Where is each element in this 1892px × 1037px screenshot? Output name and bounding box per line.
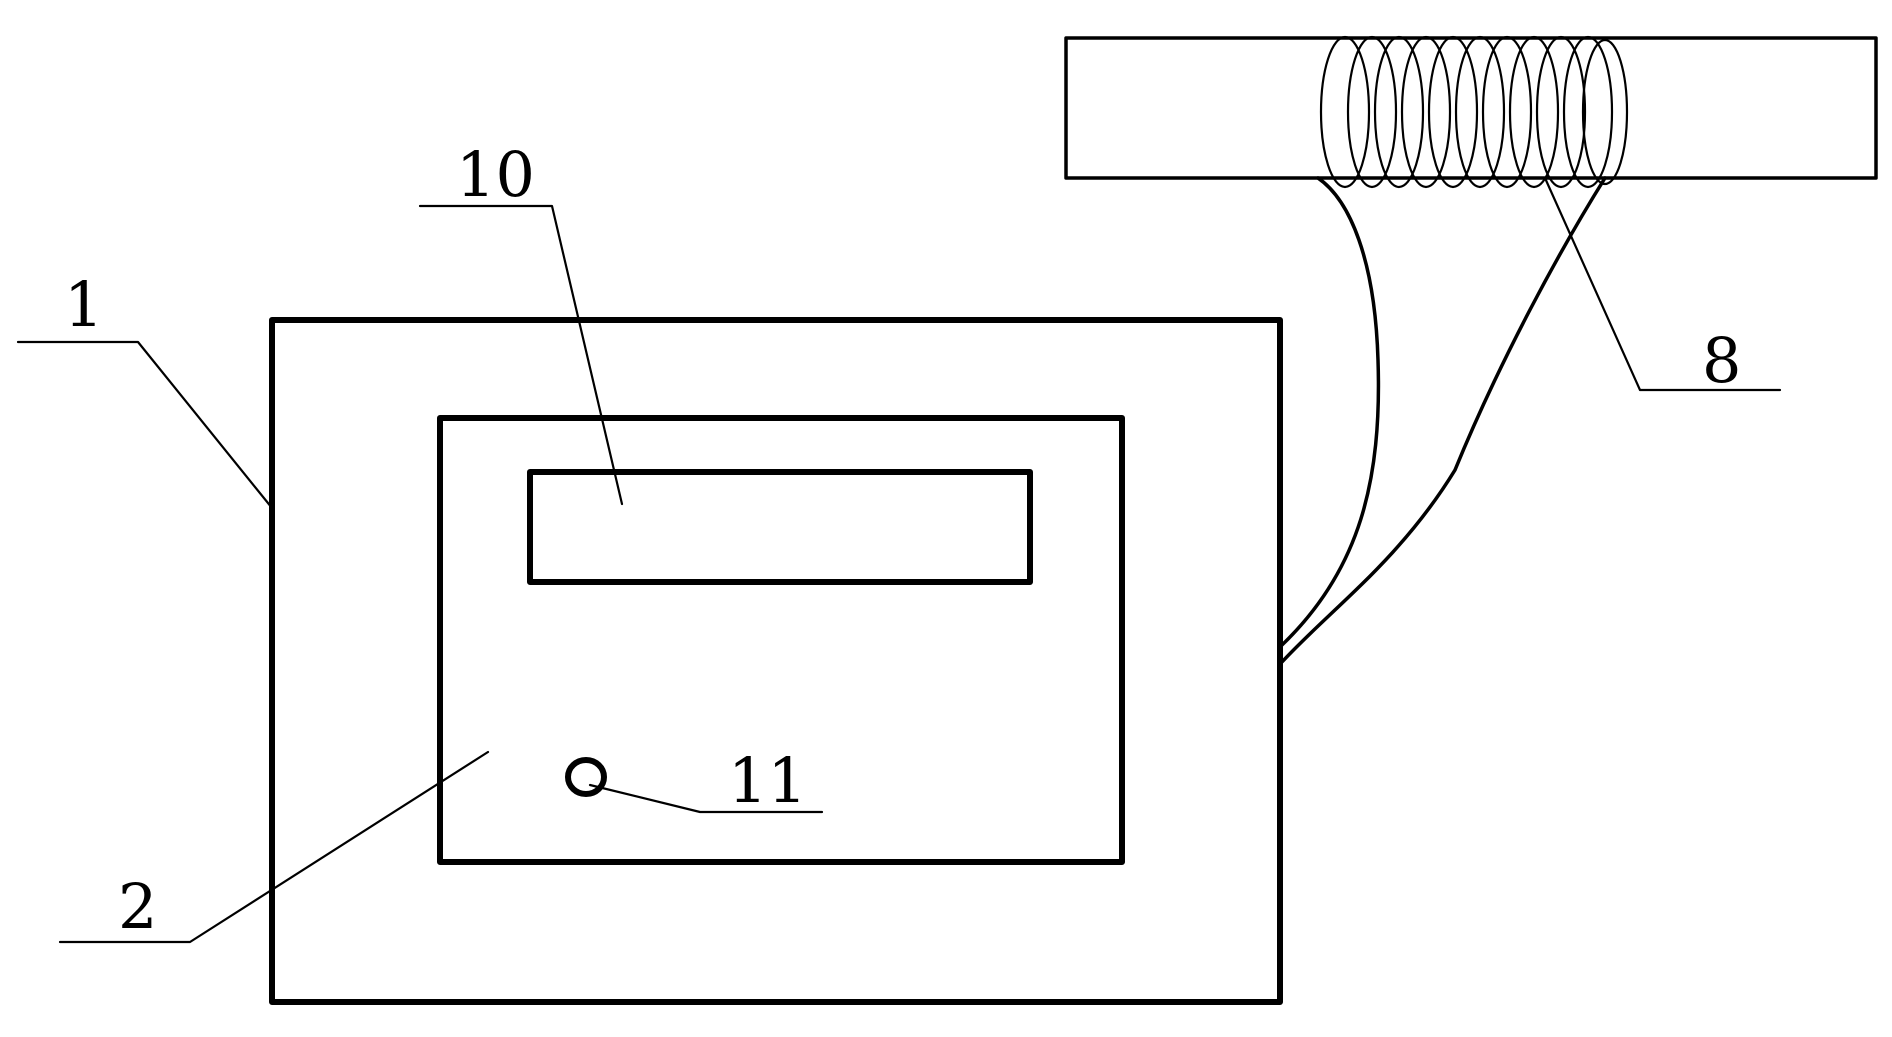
front-panel — [437, 415, 1125, 865]
lead-wire-left — [1280, 176, 1381, 647]
label-housing: 1 — [64, 268, 103, 341]
leader-line-panel — [58, 750, 490, 944]
leader-line-button — [588, 783, 824, 814]
leader-line-coil — [1543, 176, 1782, 392]
leader-line-display — [418, 204, 624, 506]
button-circle[interactable] — [565, 757, 607, 797]
leader-line-housing — [16, 340, 274, 510]
label-coil: 8 — [1702, 324, 1741, 397]
display-window — [527, 469, 1033, 585]
lead-wire-right — [1280, 176, 1607, 664]
coil-windings — [1319, 35, 1629, 189]
label-panel: 2 — [118, 870, 157, 943]
housing-outer-box — [269, 317, 1283, 1005]
label-button: 11 — [728, 744, 807, 817]
rod — [1064, 36, 1878, 180]
label-display: 10 — [456, 138, 535, 211]
